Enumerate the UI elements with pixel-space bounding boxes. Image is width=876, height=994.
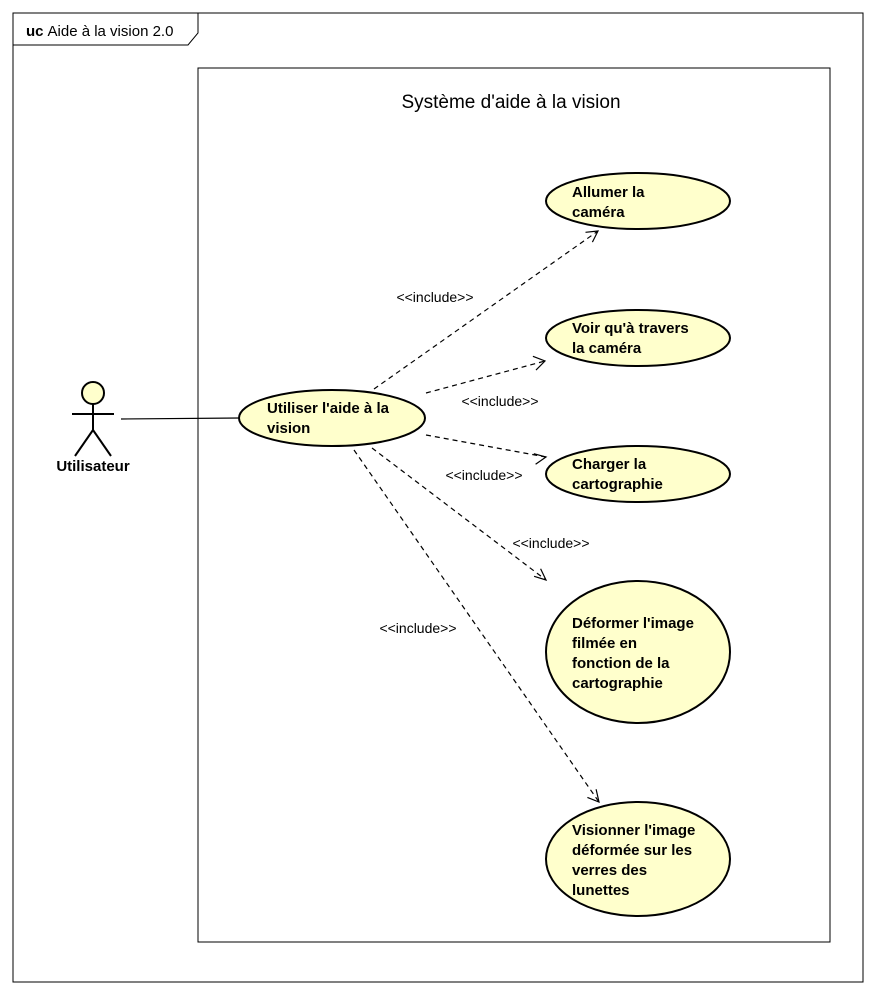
- arrow-head: [585, 230, 600, 243]
- use-case-label-line: filmée en: [572, 635, 637, 652]
- include-label-4: <<include>>: [512, 535, 589, 551]
- use-case-ellipse: [238, 389, 426, 447]
- use-case-label-line: fonction de la: [572, 655, 670, 672]
- include-label-2: <<include>>: [461, 393, 538, 409]
- use-case-label-line: la caméra: [572, 340, 642, 357]
- use-case-label-line: lunettes: [572, 882, 630, 899]
- include-line: [425, 360, 546, 394]
- use-case-label-line: verres des: [572, 862, 647, 879]
- use-case-label-line: caméra: [572, 204, 625, 221]
- include-line: [425, 434, 547, 458]
- arrow-head: [587, 789, 600, 803]
- use-case-utiliser-aide[interactable]: Utiliser l'aide à la vision: [238, 389, 426, 447]
- use-case-charger-cartographie[interactable]: Charger la cartographie: [545, 445, 731, 503]
- include-line: [373, 230, 599, 390]
- use-case-allumer-camera[interactable]: Allumer la caméra: [545, 172, 731, 230]
- arrow-head: [532, 355, 547, 371]
- use-case-label-line: cartographie: [572, 476, 663, 493]
- include-label-1: <<include>>: [396, 289, 473, 305]
- use-case-label-line: Déformer l'image: [572, 615, 694, 632]
- actor-utilisateur[interactable]: [72, 381, 114, 457]
- use-case-voir-camera[interactable]: Voir qu'à travers la caméra: [545, 309, 731, 367]
- include-line: [371, 447, 547, 581]
- include-label-3: <<include>>: [445, 467, 522, 483]
- use-case-label-line: Utiliser l'aide à la: [267, 400, 390, 417]
- association-line: [120, 417, 241, 420]
- use-case-label-line: cartographie: [572, 675, 663, 692]
- use-case-label-line: Charger la: [572, 456, 647, 473]
- use-case-ellipse: [545, 309, 731, 367]
- include-relation-4: [371, 447, 548, 581]
- use-case-label-line: déformée sur les: [572, 842, 692, 859]
- include-relation-3: [425, 434, 548, 465]
- use-case-label-line: Visionner l'image: [572, 822, 695, 839]
- actor-left-leg: [74, 429, 94, 457]
- include-relation-5: [353, 449, 600, 803]
- frame-keyword: uc: [26, 23, 44, 40]
- system-boundary: [197, 67, 831, 943]
- frame-tab: [12, 12, 199, 46]
- include-relation-1: [373, 230, 600, 390]
- include-relation-2: [425, 355, 547, 394]
- use-case-ellipse: [545, 445, 731, 503]
- use-case-ellipse: [545, 172, 731, 230]
- arrow-head: [533, 453, 548, 465]
- frame-title: Aide à la vision 2.0: [48, 23, 174, 40]
- use-case-visionner-image[interactable]: Visionner l'image déformée sur les verre…: [545, 801, 731, 917]
- actor-right-leg: [92, 429, 112, 457]
- include-label-5: <<include>>: [379, 620, 456, 636]
- use-case-ellipse: [545, 801, 731, 917]
- use-case-label-line: vision: [267, 420, 310, 437]
- use-case-label-line: Allumer la: [572, 184, 645, 201]
- system-title: Système d'aide à la vision: [401, 92, 620, 113]
- use-case-label-line: Voir qu'à travers: [572, 320, 689, 337]
- actor-head: [81, 381, 105, 405]
- actor-label: Utilisateur: [56, 458, 130, 475]
- arrow-head: [533, 568, 548, 581]
- use-case-ellipse: [545, 580, 731, 724]
- use-case-deformer-image[interactable]: Déformer l'image filmée en fonction de l…: [545, 580, 731, 724]
